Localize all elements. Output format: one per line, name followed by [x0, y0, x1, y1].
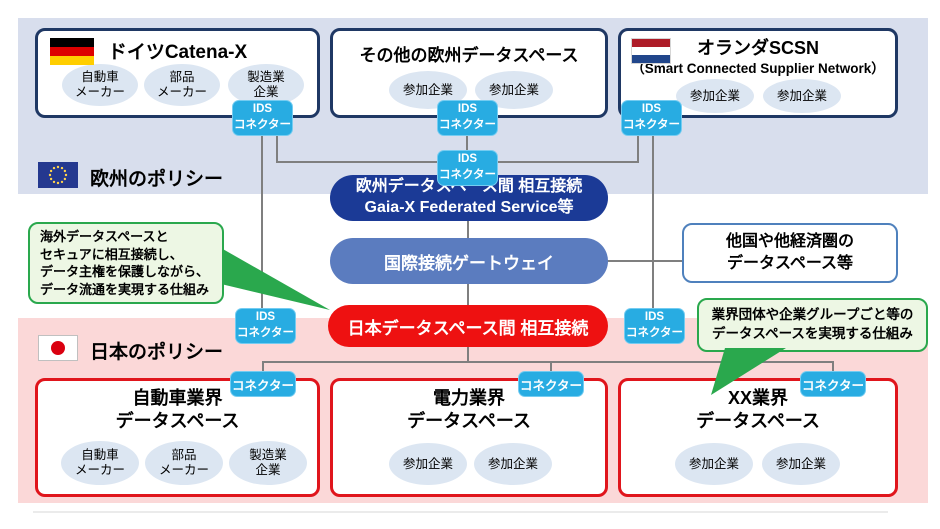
connector-line: [262, 361, 834, 363]
connector-line: [607, 260, 683, 262]
member-ellipse: 参加企業: [676, 79, 754, 113]
member-ellipse: 部品 メーカー: [144, 64, 220, 106]
ids-connector-badge: IDS コネクター: [624, 308, 685, 344]
member-ellipse: 部品 メーカー: [145, 441, 223, 485]
connector-line: [832, 361, 834, 372]
bottom-divider: [33, 511, 888, 513]
scsn-box-title: オランダSCSN: [696, 38, 819, 58]
connector-line: [467, 283, 469, 306]
ids-connector-badge: IDS コネクター: [621, 100, 682, 136]
connector-line: [637, 136, 639, 163]
connector-line: [261, 136, 263, 310]
gateway-pill: 国際接続ゲートウェイ: [330, 238, 608, 284]
connector-line: [467, 220, 469, 239]
member-ellipse: 参加企業: [763, 79, 841, 113]
member-ellipse: 参加企業: [389, 71, 467, 109]
power-industry-dataspace-box: 電力業界 データスペース 参加企業 参加企業: [330, 378, 608, 497]
connector-line: [262, 361, 264, 372]
connector-line: [550, 361, 552, 372]
other-regions-box: 他国や他経済圏の データスペース等: [682, 223, 898, 283]
member-ellipse: 製造業 企業: [229, 441, 307, 485]
eu-flag-icon: [38, 162, 78, 188]
member-ellipse: 自動車 メーカー: [61, 441, 139, 485]
jp-interconnect-pill: 日本データスペース間 相互接続: [328, 305, 608, 347]
ids-connector-badge: IDS コネクター: [235, 308, 296, 344]
member-ellipse: 参加企業: [474, 443, 552, 485]
member-ellipse: 参加企業: [389, 443, 467, 485]
auto-industry-dataspace-box: 自動車業界 データスペース 自動車 メーカー 部品 メーカー 製造業 企業: [35, 378, 320, 497]
industry-dataspace-note: 業界団体や企業グループごと等の データスペースを実現する仕組み: [697, 298, 928, 352]
member-ellipse: 製造業 企業: [228, 64, 304, 106]
japan-flag-icon: [38, 335, 78, 361]
ids-connector-badge: IDS コネクター: [437, 150, 498, 186]
other-eu-box-title: その他の欧州データスペース: [359, 46, 579, 65]
power-industry-title: 電力業界 データスペース: [407, 388, 531, 432]
germany-box-title: ドイツCatena-X: [107, 42, 248, 63]
jp-policy-label: 日本のポリシー: [90, 342, 224, 363]
connector-badge: コネクター: [800, 371, 866, 397]
netherlands-flag-icon: [631, 38, 671, 64]
connector-badge: コネクター: [230, 371, 296, 397]
secure-interconnect-note: 海外データスペースと セキュアに相互接続し、 データ主権を保護しながら、 データ…: [28, 222, 224, 305]
germany-flag-icon: [50, 38, 94, 65]
ids-connector-badge: IDS コネクター: [437, 100, 498, 136]
member-ellipse: 自動車 メーカー: [62, 64, 138, 106]
connector-line: [466, 136, 468, 152]
eu-policy-label: 欧州のポリシー: [90, 169, 224, 190]
xx-industry-dataspace-box: XX業界 データスペース 参加企業 参加企業: [618, 378, 898, 497]
auto-industry-title: 自動車業界 データスペース: [115, 388, 240, 432]
connector-badge: コネクター: [518, 371, 584, 397]
member-ellipse: 参加企業: [675, 443, 753, 485]
scsn-box-subtitle: （Smart Connected Supplier Network）: [631, 61, 885, 76]
member-ellipse: 参加企業: [475, 71, 553, 109]
ids-connector-badge: IDS コネクター: [232, 100, 293, 136]
connector-line: [652, 136, 654, 310]
member-ellipse: 参加企業: [762, 443, 840, 485]
connector-line: [467, 346, 469, 363]
connector-line: [276, 136, 278, 163]
